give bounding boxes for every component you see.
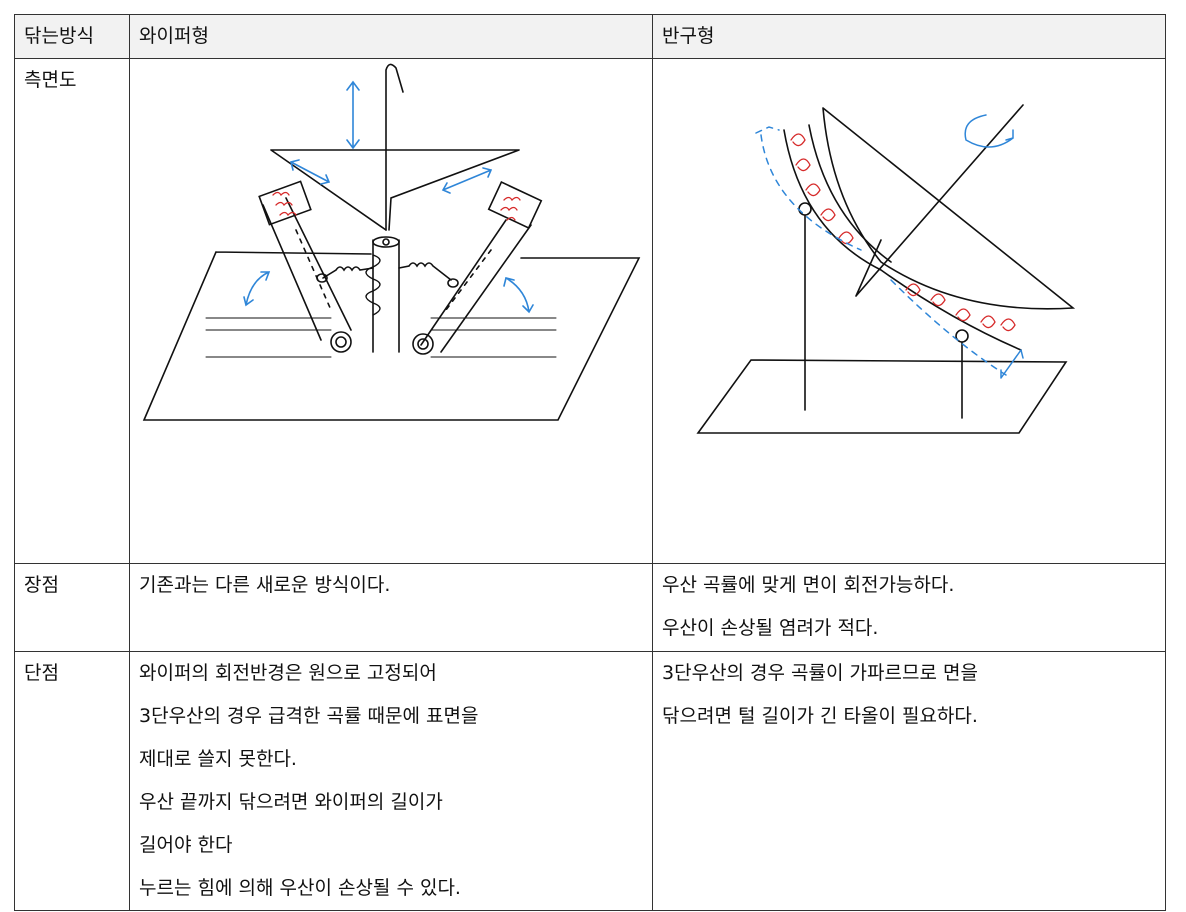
text-line: 우산 끝까지 닦으려면 와이퍼의 길이가 bbox=[139, 791, 443, 813]
header-method: 닦는방식 bbox=[14, 14, 130, 59]
text-line: 와이퍼의 회전반경은 원으로 고정되어 bbox=[139, 662, 437, 684]
text-line: 누르는 힘에 의해 우산이 손상될 수 있다. bbox=[139, 877, 461, 899]
dome-disadvantages: 3단우산의 경우 곡률이 가파르므로 면을 닦으려면 털 길이가 긴 타올이 필… bbox=[652, 651, 1166, 911]
dome-sketch bbox=[696, 104, 1076, 434]
wiper-disadvantages: 와이퍼의 회전반경은 원으로 고정되어 3단우산의 경우 급격한 곡률 때문에 … bbox=[129, 651, 653, 911]
advantages-row: 장점 기존과는 다른 새로운 방식이다. 우산 곡률에 맞게 면이 회전가능하다… bbox=[14, 563, 1166, 652]
text-line: 기존과는 다른 새로운 방식이다. bbox=[139, 574, 391, 596]
comparison-table: 닦는방식 와이퍼형 반구형 측면도 bbox=[14, 14, 1166, 911]
header-row: 닦는방식 와이퍼형 반구형 bbox=[14, 14, 1166, 59]
header-dome: 반구형 bbox=[652, 14, 1166, 59]
side-view-row: 측면도 bbox=[14, 58, 1166, 564]
text-line: 우산 곡률에 맞게 면이 회전가능하다. bbox=[662, 574, 955, 596]
text-line: 닦으려면 털 길이가 긴 타올이 필요하다. bbox=[662, 705, 978, 727]
header-wiper: 와이퍼형 bbox=[129, 14, 653, 59]
wiper-advantages: 기존과는 다른 새로운 방식이다. bbox=[129, 563, 653, 652]
side-view-label: 측면도 bbox=[14, 58, 130, 564]
wiper-sketch-cell bbox=[129, 58, 653, 564]
disadvantages-label: 단점 bbox=[14, 651, 130, 911]
text-line: 제대로 쓸지 못한다. bbox=[139, 748, 297, 770]
disadvantages-row: 단점 와이퍼의 회전반경은 원으로 고정되어 3단우산의 경우 급격한 곡률 때… bbox=[14, 651, 1166, 911]
advantages-label: 장점 bbox=[14, 563, 130, 652]
text-line: 길어야 한다 bbox=[139, 834, 233, 856]
dome-sketch-cell bbox=[652, 58, 1166, 564]
wiper-sketch bbox=[142, 63, 641, 421]
text-line: 우산이 손상될 염려가 적다. bbox=[662, 617, 879, 639]
text-line: 3단우산의 경우 급격한 곡률 때문에 표면을 bbox=[139, 705, 479, 727]
text-line: 3단우산의 경우 곡률이 가파르므로 면을 bbox=[662, 662, 978, 684]
dome-advantages: 우산 곡률에 맞게 면이 회전가능하다. 우산이 손상될 염려가 적다. bbox=[652, 563, 1166, 652]
